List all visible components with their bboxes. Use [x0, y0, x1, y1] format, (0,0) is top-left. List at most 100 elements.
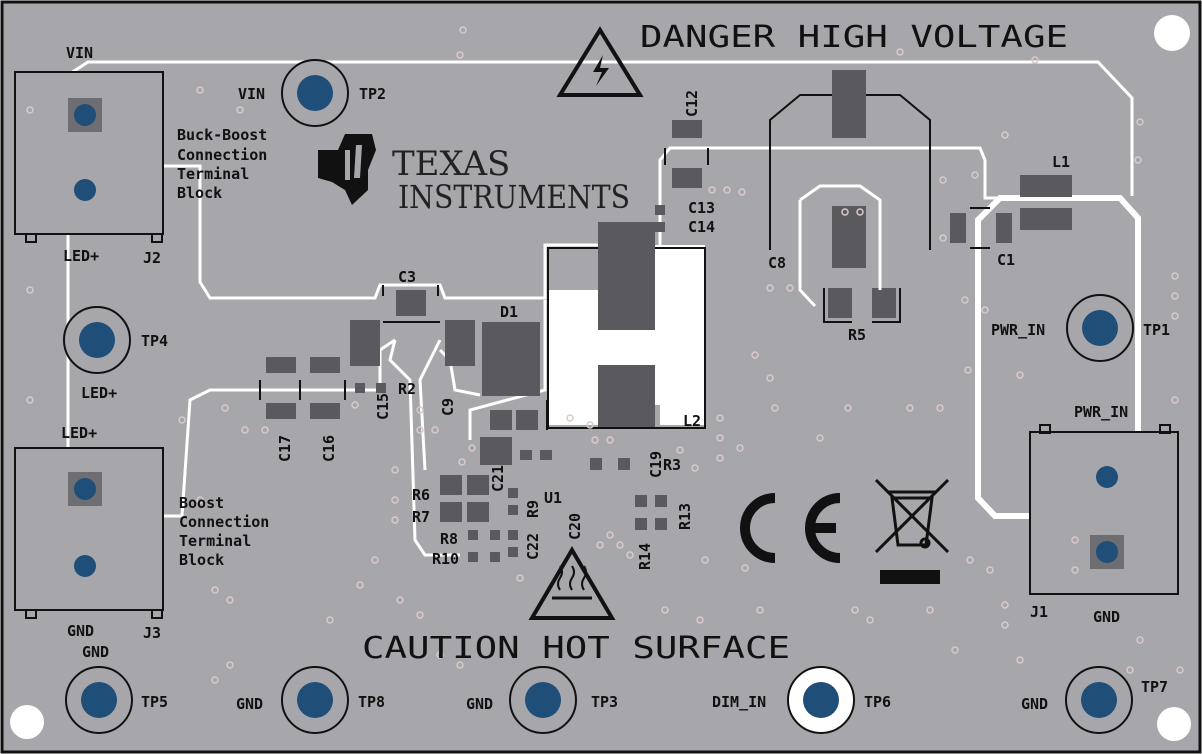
- via: [178, 416, 186, 424]
- via: [371, 556, 379, 564]
- via: [1171, 396, 1179, 404]
- via: [1016, 656, 1024, 664]
- weee-bin-icon: [874, 478, 950, 554]
- via: [596, 541, 604, 549]
- via: [236, 106, 244, 114]
- refdes-l1: L1: [1052, 153, 1070, 171]
- test-point-tp4: [63, 306, 131, 374]
- j3-peg-left: [25, 609, 37, 619]
- note-buck-boost-1: Buck-Boost: [177, 126, 267, 144]
- j2-top-label: VIN: [66, 44, 93, 62]
- test-point-tp3: [509, 666, 577, 734]
- via: [458, 458, 466, 466]
- j2-ref: J2: [143, 249, 161, 267]
- tp1-ref: TP1: [1143, 321, 1170, 339]
- refdes-c15: C15: [374, 393, 392, 420]
- refdes-c21: C21: [489, 465, 507, 492]
- j3-pin1-hole: [74, 478, 96, 500]
- refdes-r3: R3: [663, 456, 681, 474]
- refdes-d1: D1: [500, 303, 518, 321]
- via: [701, 556, 709, 564]
- j3-pin2-hole: [74, 555, 96, 577]
- weee-bar: [880, 570, 940, 584]
- via: [964, 366, 972, 374]
- note-boost-4: Block: [179, 551, 224, 569]
- via: [926, 606, 934, 614]
- j1-peg-left: [1039, 424, 1051, 434]
- test-point-tp7: [1065, 666, 1133, 734]
- refdes-r6: R6: [412, 486, 430, 504]
- j3-top-label: LED+: [61, 424, 97, 442]
- via: [866, 616, 874, 624]
- via: [936, 404, 944, 412]
- via: [1136, 118, 1144, 126]
- via: [841, 208, 849, 216]
- ti-logo-line1: TEXAS: [392, 144, 510, 184]
- via: [708, 186, 716, 194]
- via: [456, 51, 464, 59]
- via: [391, 496, 399, 504]
- refdes-c1: C1: [997, 251, 1015, 269]
- via: [966, 556, 974, 564]
- via: [431, 426, 439, 434]
- mounting-hole-bottom-right: [1157, 707, 1191, 741]
- via: [816, 434, 824, 442]
- via: [906, 404, 914, 412]
- l2-pad-bottom: [598, 365, 655, 427]
- via: [1134, 156, 1142, 164]
- test-point-tp5: [65, 666, 133, 734]
- ti-logo-icon: [318, 134, 376, 205]
- via: [766, 374, 774, 382]
- via: [771, 404, 779, 412]
- via: [716, 434, 724, 442]
- refdes-c16: C16: [320, 435, 338, 462]
- high-voltage-warning-icon: [556, 26, 644, 97]
- refdes-l2: L2: [683, 412, 701, 430]
- l2-pad-top: [598, 222, 655, 330]
- via: [716, 414, 724, 422]
- via: [221, 404, 229, 412]
- via: [1171, 312, 1179, 320]
- tp6-ref: TP6: [864, 693, 891, 711]
- tp5-ref: TP5: [141, 693, 168, 711]
- refdes-c8: C8: [768, 254, 786, 272]
- mounting-hole-top-right: [1154, 15, 1190, 51]
- refdes-r7: R7: [412, 508, 430, 526]
- via: [26, 396, 34, 404]
- via: [326, 616, 334, 624]
- j1-ref: J1: [1030, 603, 1048, 621]
- refdes-r10: R10: [432, 550, 459, 568]
- refdes-c9: C9: [439, 398, 457, 416]
- via: [356, 581, 364, 589]
- via: [626, 551, 634, 559]
- j2-connector-body: [14, 71, 164, 235]
- ti-logo-line2: INSTRUMENTS: [398, 178, 630, 216]
- refdes-c14: C14: [688, 218, 715, 236]
- via: [844, 404, 852, 412]
- test-point-tp2: [281, 59, 349, 127]
- tp2-ref: TP2: [359, 85, 386, 103]
- via: [951, 646, 959, 654]
- j3-ref: J3: [143, 624, 161, 642]
- via: [1071, 536, 1079, 544]
- test-point-tp1: [1066, 294, 1134, 362]
- via: [261, 426, 269, 434]
- refdes-u1: U1: [544, 489, 562, 507]
- via: [736, 444, 744, 452]
- j1-bottom-label: GND: [1093, 608, 1120, 626]
- via: [196, 86, 204, 94]
- tp7-net: GND: [1021, 695, 1048, 713]
- via: [1171, 292, 1179, 300]
- via: [566, 414, 574, 422]
- tp5-net: GND: [82, 643, 109, 661]
- via: [676, 446, 684, 454]
- warning-high-voltage: DANGER HIGH VOLTAGE: [640, 20, 1068, 55]
- refdes-r13: R13: [676, 503, 694, 530]
- via: [436, 651, 444, 659]
- via: [738, 188, 746, 196]
- via: [586, 421, 594, 429]
- via: [696, 616, 704, 624]
- via: [661, 606, 669, 614]
- note-boost-2: Connection: [179, 513, 269, 531]
- mounting-hole-bottom-left: [10, 705, 44, 739]
